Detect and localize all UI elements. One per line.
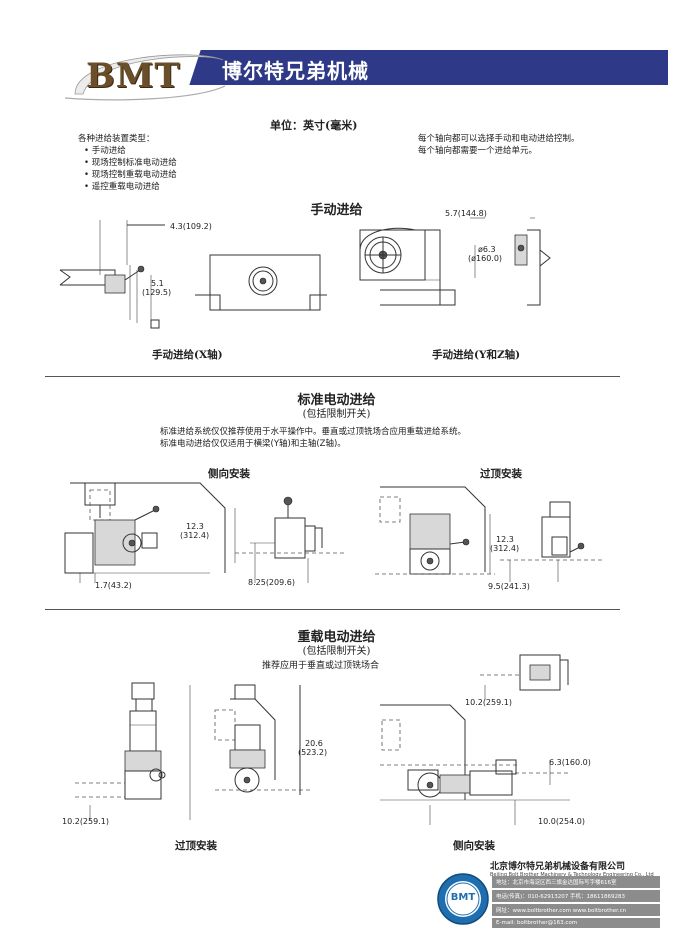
standard-feed-subtitle: (包括限制开关) xyxy=(302,409,371,420)
dim-heavy-a: 10.2(259.1) xyxy=(62,817,109,826)
dim-yz-top: 5.7(144.8) xyxy=(445,209,487,218)
standard-note: 标准进给系统仅仅推荐使用于水平操作中。垂直或过顶铣场合应用重载进给系统。 标准电… xyxy=(160,426,466,450)
caption-manual-yz: 手动进给(Y和Z轴) xyxy=(432,349,521,361)
axis-note-line: 每个轴向都可以选择手动和电动进给控制。 xyxy=(418,134,580,144)
list-item: 手动进给 xyxy=(84,145,177,157)
standard-side-label: 侧向安装 xyxy=(208,468,250,480)
footer-address: 地址：北京市海淀区西三旗金达国际写字楼616室 xyxy=(492,876,660,888)
dim-x-side-1: 5.1 xyxy=(151,279,164,288)
dim-heavy-d: 10.0(254.0) xyxy=(538,817,585,826)
company-name-en: Beijing Bolt Brother Machinery & Technol… xyxy=(490,872,654,878)
dim-standard-h-2: (312.4) xyxy=(180,531,210,540)
dim-standard-h2-1: 12.3 xyxy=(496,535,514,544)
footer-web: 网址：www.boltbrother.com www.boltbrother.c… xyxy=(492,904,660,916)
dim-standard-b: 8.25(209.6) xyxy=(248,578,295,587)
caption-manual-x: 手动进给(X轴) xyxy=(152,349,223,361)
dim-x-side-2: (129.5) xyxy=(142,288,172,297)
dim-heavy-b: 10.2(259.1) xyxy=(465,698,512,707)
footer-seal xyxy=(437,873,489,925)
heavy-top-drawing xyxy=(75,682,310,820)
axis-note: 每个轴向都可以选择手动和电动进给控制。 每个轴向都需要一个进给单元。 xyxy=(418,133,580,157)
dim-standard-h2-2: (312.4) xyxy=(490,544,520,553)
dim-yz-dia-2: (ø160.0) xyxy=(468,254,503,263)
standard-feed-title: 标准电动进给 xyxy=(297,393,376,408)
footer-email: E-mail: boltbrother@163.com xyxy=(492,918,660,928)
logo-bmt: BMT xyxy=(86,56,181,96)
logo-swoosh xyxy=(64,54,226,101)
footer-company: 北京博尔特兄弟机械设备有限公司 Beijing Bolt Brother Mac… xyxy=(490,859,654,878)
dim-x-top: 4.3(109.2) xyxy=(170,222,212,231)
dim-heavy-h-2: (523.2) xyxy=(298,748,328,757)
heavy-side-label: 侧向安装 xyxy=(453,840,495,852)
heavy-side-drawing xyxy=(380,654,570,825)
list-item: 遥控重载电动进给 xyxy=(84,181,177,193)
unit-label: 单位：英寸(毫米) xyxy=(270,119,358,132)
heavy-feed-title: 重载电动进给 xyxy=(297,630,376,645)
feed-types: 各种进给装置类型： 手动进给 现场控制标准电动进给 现场控制重载电动进给 遥控重… xyxy=(78,133,177,193)
manual-yz-drawing xyxy=(359,217,551,306)
divider xyxy=(45,609,620,610)
dim-standard-h-1: 12.3 xyxy=(186,522,204,531)
feed-types-list: 手动进给 现场控制标准电动进给 现场控制重载电动进给 遥控重载电动进给 xyxy=(84,145,177,193)
divider xyxy=(45,376,620,377)
manual-feed-title: 手动进给 xyxy=(310,203,363,218)
standard-top-drawing xyxy=(375,486,605,582)
dim-yz-dia-1: ø6.3 xyxy=(478,245,496,254)
heavy-feed-subtitle: (包括限制开关) xyxy=(302,646,371,657)
dim-heavy-c: 6.3(160.0) xyxy=(549,758,591,767)
list-item: 现场控制重载电动进给 xyxy=(84,169,177,181)
dim-heavy-h-1: 20.6 xyxy=(305,739,323,748)
standard-side-drawing xyxy=(64,482,345,583)
seal-text: BMT xyxy=(450,892,476,903)
footer-contact: 地址：北京市海淀区西三旗金达国际写字楼616室 电话(传真)：010-62913… xyxy=(492,876,660,928)
manual-x-drawing xyxy=(59,220,327,329)
standard-top-label: 过顶安装 xyxy=(480,468,522,480)
standard-note-line: 标准进给系统仅仅推荐使用于水平操作中。垂直或过顶铣场合应用重载进给系统。 xyxy=(160,427,467,437)
header-band xyxy=(205,50,668,85)
company-name: 博尔特兄弟机械 xyxy=(222,59,369,83)
standard-note-line: 标准电动进给仅仅适用于横梁(Y轴)和主轴(Z轴)。 xyxy=(160,439,346,449)
dim-standard-c: 9.5(241.3) xyxy=(488,582,530,591)
heavy-note: 推荐应用于垂直或过顶铣场合 xyxy=(262,661,380,671)
list-item: 现场控制标准电动进给 xyxy=(84,157,177,169)
company-name-cn: 北京博尔特兄弟机械设备有限公司 xyxy=(490,862,626,872)
axis-note-line: 每个轴向都需要一个进给单元。 xyxy=(418,146,538,156)
feed-types-heading: 各种进给装置类型： xyxy=(78,134,155,144)
heavy-top-label: 过顶安装 xyxy=(175,840,217,852)
dim-standard-a: 1.7(43.2) xyxy=(95,581,132,590)
footer-phone: 电话(传真)：010-62913207 手机：18611869283 xyxy=(492,890,660,902)
